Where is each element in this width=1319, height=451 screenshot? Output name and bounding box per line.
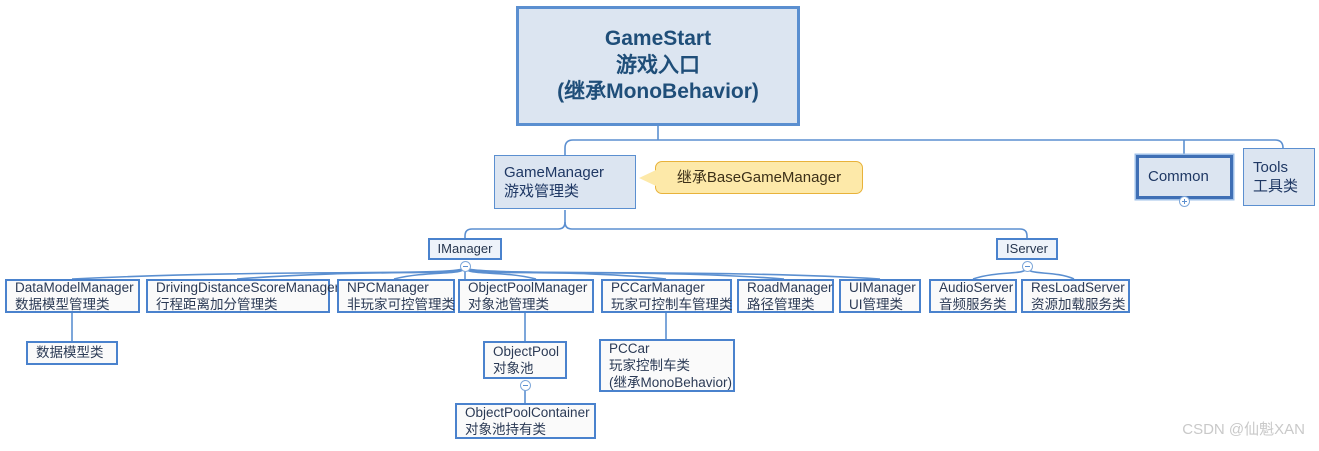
node-audioserver[interactable]: AudioServer 音频服务类 — [929, 279, 1017, 313]
collapse-handle-objectpool[interactable] — [520, 380, 531, 391]
tools-line-2: 工具类 — [1253, 178, 1299, 195]
drivingdistancescoremanager-line-1: DrivingDistanceScoreManager — [156, 279, 340, 295]
audioserver-line-1: AudioServer — [939, 279, 1014, 295]
node-roadmanager[interactable]: RoadManager 路径管理类 — [737, 279, 834, 313]
node-drivingdistancescoremanager[interactable]: DrivingDistanceScoreManager 行程距离加分管理类 — [146, 279, 340, 313]
note-text: 继承BaseGameManager — [676, 168, 842, 186]
note-inherits-basegamemanager[interactable]: 继承BaseGameManager — [639, 161, 863, 194]
uimanager-line-2: UI管理类 — [849, 297, 903, 312]
npcmanager-line-1: NPCManager — [347, 279, 429, 295]
node-objectpool[interactable]: ObjectPool 对象池 — [483, 341, 567, 379]
objectpoolcontainer-line-2: 对象池持有类 — [465, 422, 546, 437]
node-objectpoolmanager[interactable]: ObjectPoolManager 对象池管理类 — [458, 279, 594, 313]
gamemanager-line-2: 游戏管理类 — [504, 183, 580, 200]
note-pointer-icon — [639, 168, 657, 187]
pccar-line-1: PCCar — [609, 340, 650, 356]
pccarmanager-line-1: PCCarManager — [611, 279, 705, 295]
datamodelmanager-line-2: 数据模型管理类 — [15, 297, 110, 312]
datamodelmanager-line-1: DataModelManager — [15, 279, 134, 295]
node-pccarmanager[interactable]: PCCarManager 玩家可控制车管理类 — [601, 279, 733, 313]
node-gamestart[interactable]: GameStart 游戏入口 (继承MonoBehavior) — [516, 6, 800, 126]
node-datamodelclass[interactable]: 数据模型类 — [26, 341, 118, 365]
pccar-line-2: 玩家控制车类 — [609, 357, 690, 373]
gamestart-line-1: GameStart — [604, 26, 712, 50]
datamodelclass-label: 数据模型类 — [36, 345, 104, 361]
node-tools[interactable]: Tools 工具类 — [1243, 148, 1315, 206]
expand-handle-common[interactable] — [1179, 196, 1190, 207]
node-resloadserver[interactable]: ResLoadServer 资源加载服务类 — [1021, 279, 1130, 313]
common-label: Common — [1148, 168, 1209, 186]
node-objectpoolcontainer[interactable]: ObjectPoolContainer 对象池持有类 — [455, 403, 596, 439]
gamestart-line-3: (继承MonoBehavior) — [557, 80, 759, 104]
collapse-handle-iserver[interactable] — [1022, 261, 1033, 272]
objectpoolmanager-line-1: ObjectPoolManager — [468, 279, 588, 295]
pccarmanager-line-2: 玩家可控制车管理类 — [611, 297, 733, 312]
resloadserver-line-2: 资源加载服务类 — [1031, 297, 1126, 312]
drivingdistancescoremanager-line-2: 行程距离加分管理类 — [156, 297, 278, 312]
node-imanager[interactable]: IManager — [428, 238, 502, 260]
gamestart-line-2: 游戏入口 — [616, 53, 700, 77]
resloadserver-line-1: ResLoadServer — [1031, 279, 1125, 295]
node-uimanager[interactable]: UIManager UI管理类 — [839, 279, 921, 313]
objectpoolmanager-line-2: 对象池管理类 — [468, 297, 549, 312]
node-npcmanager[interactable]: NPCManager 非玩家可控管理类 — [337, 279, 455, 313]
objectpool-line-2: 对象池 — [493, 361, 534, 376]
imanager-label: IManager — [437, 240, 493, 256]
roadmanager-line-2: 路径管理类 — [747, 297, 815, 312]
objectpoolcontainer-line-1: ObjectPoolContainer — [465, 404, 590, 420]
tools-line-1: Tools — [1253, 158, 1289, 176]
pccar-line-3: (继承MonoBehavior) — [609, 375, 733, 391]
node-gamemanager[interactable]: GameManager 游戏管理类 — [494, 155, 636, 209]
npcmanager-line-2: 非玩家可控管理类 — [347, 297, 455, 312]
roadmanager-line-1: RoadManager — [747, 279, 833, 295]
gamemanager-line-1: GameManager — [504, 163, 605, 181]
watermark: CSDN @仙魁XAN — [1182, 421, 1305, 438]
objectpool-line-1: ObjectPool — [493, 343, 560, 359]
audioserver-line-2: 音频服务类 — [939, 297, 1007, 312]
iserver-label: IServer — [1006, 240, 1048, 256]
uimanager-line-1: UIManager — [849, 279, 916, 295]
node-iserver[interactable]: IServer — [996, 238, 1058, 260]
node-datamodelmanager[interactable]: DataModelManager 数据模型管理类 — [5, 279, 140, 313]
node-pccar[interactable]: PCCar 玩家控制车类 (继承MonoBehavior) — [599, 339, 735, 392]
node-common[interactable]: Common — [1136, 155, 1233, 199]
collapse-handle-imanager[interactable] — [460, 261, 471, 272]
